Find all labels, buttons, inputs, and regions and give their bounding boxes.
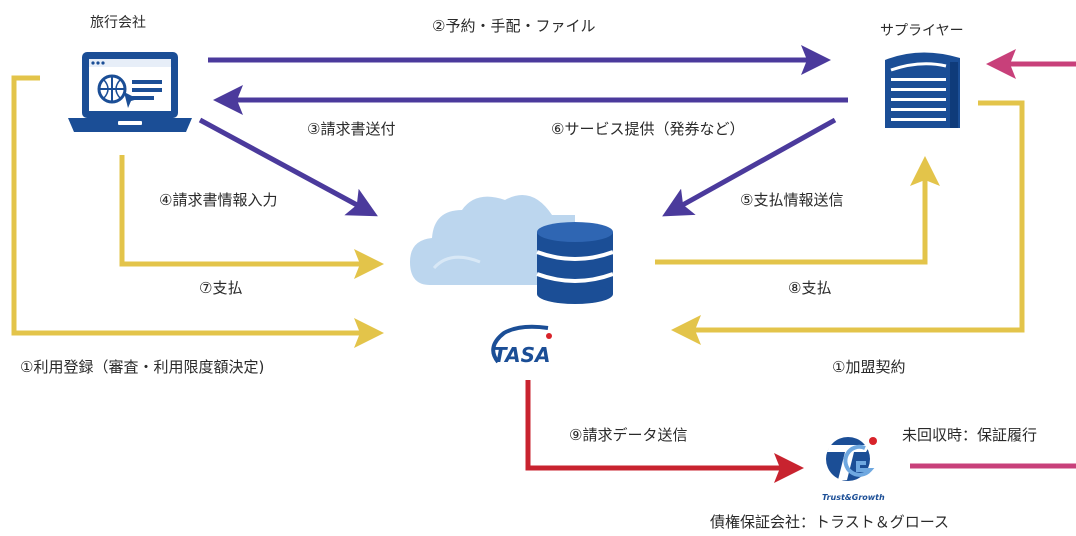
- flow-label-f7: ⑦支払: [199, 279, 243, 297]
- tasa-logo-text: TASA: [493, 343, 550, 367]
- flow-label-f4: ④請求書情報入力: [159, 191, 278, 209]
- flow-label-f9: ⑨請求データ送信: [569, 426, 688, 444]
- arrow-f1-right: [670, 100, 1025, 345]
- arrow-f1-left: [11, 75, 385, 348]
- agency-label: 旅行会社: [90, 15, 146, 31]
- flow-label-f2: ②予約・手配・ファイル: [432, 17, 596, 35]
- flow-label-f6: ⑥サービス提供（発券など）: [551, 120, 745, 138]
- flow-label-f8: ⑧支払: [788, 279, 832, 297]
- arrow-f8: [655, 155, 940, 265]
- laptop-icon: [68, 52, 192, 132]
- flow-label-f3: ③請求書送付: [307, 120, 396, 138]
- trust-growth-logo: Trust&Growth: [822, 437, 885, 502]
- guarantor-label: 債権保証会社：トラスト＆グロース: [710, 513, 949, 531]
- trust-growth-logo-text: Trust&Growth: [822, 493, 885, 502]
- pink-flows: [910, 49, 1076, 469]
- arrow-f9: [525, 380, 805, 483]
- arrow-f4: [198, 117, 378, 217]
- supplier-label: サプライヤー: [880, 23, 964, 39]
- arrow-f7: [119, 155, 385, 279]
- building-icon: [885, 52, 960, 128]
- tasa-logo: TASA: [491, 324, 552, 367]
- flow-label-f1-right: ①加盟契約: [832, 358, 906, 376]
- flow-label-f1-left: ①利用登録（審査・利用限度額決定): [20, 358, 265, 376]
- cloud-database-icon: [410, 195, 614, 304]
- purple-flows: [198, 45, 848, 217]
- yellow-flows: [11, 75, 1025, 348]
- arrow-f5: [662, 117, 837, 217]
- flow-label-guarantee: 未回収時：保証履行: [902, 426, 1038, 444]
- flow-label-f5: ⑤支払情報送信: [740, 191, 844, 209]
